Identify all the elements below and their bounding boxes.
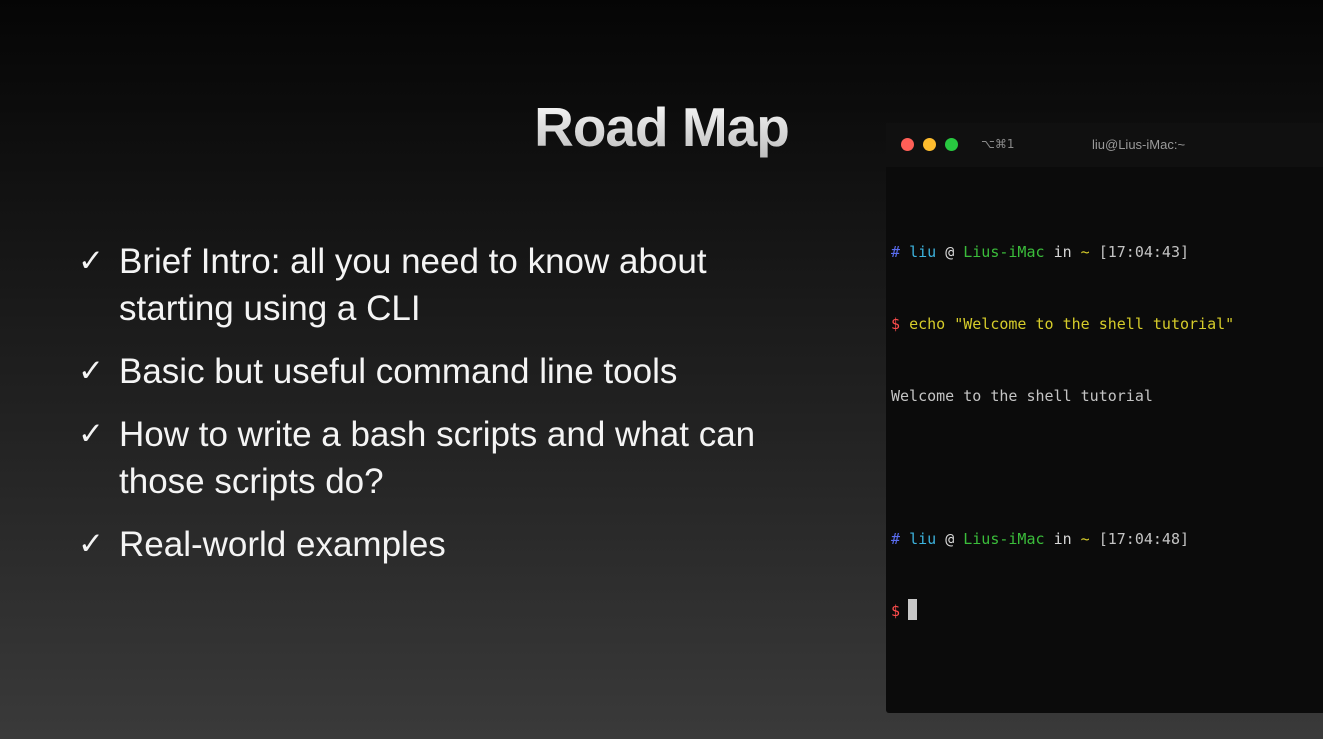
prompt-at: @ [945, 530, 955, 548]
prompt-time: [17:04:48] [1098, 530, 1190, 548]
bullet-line: Basic but useful command line tools [119, 352, 678, 391]
prompt-line: # liu @ Lius-iMac in ~ [17:04:48] [891, 527, 1321, 551]
prompt-dollar: $ [891, 315, 901, 333]
checkmark-icon: ✓ [78, 353, 104, 389]
roadmap-item-tools: ✓ Basic but useful command line tools [78, 348, 858, 395]
prompt-dollar: $ [891, 602, 901, 620]
checkmark-icon: ✓ [78, 243, 104, 279]
bullet-line: those scripts do? [119, 462, 384, 501]
output-line: Welcome to the shell tutorial [891, 384, 1321, 408]
blank-line [891, 456, 1321, 479]
roadmap-item-scripts: ✓ How to write a bash scripts and what c… [78, 411, 858, 505]
bullet-line: Real-world examples [119, 525, 446, 564]
prompt-host: Lius-iMac [963, 530, 1045, 548]
text-cursor[interactable] [908, 599, 918, 620]
prompt-user: liu [909, 243, 937, 261]
terminal-titlebar[interactable]: ⌥⌘1 liu@Lius-iMac:~ [886, 123, 1323, 167]
input-line[interactable]: $ [891, 599, 1321, 623]
command-text: echo "Welcome to the shell tutorial" [909, 315, 1235, 333]
command-output: Welcome to the shell tutorial [891, 387, 1153, 405]
prompt-in: in [1053, 243, 1072, 261]
terminal-window-title: liu@Lius-iMac:~ [1092, 137, 1186, 152]
checkmark-icon: ✓ [78, 416, 104, 452]
checkmark-icon: ✓ [78, 526, 104, 562]
slide-title: Road Map [0, 95, 1323, 159]
close-window-button[interactable] [901, 138, 914, 151]
terminal-output[interactable]: # liu @ Lius-iMac in ~ [17:04:43] $ echo… [891, 192, 1321, 671]
roadmap-item-examples: ✓ Real-world examples [78, 521, 858, 568]
command-line: $ echo "Welcome to the shell tutorial" [891, 312, 1321, 336]
roadmap-list: ✓ Brief Intro: all you need to know abou… [78, 238, 858, 584]
prompt-at: @ [945, 243, 955, 261]
bullet-line: starting using a CLI [119, 289, 421, 328]
prompt-host: Lius-iMac [963, 243, 1045, 261]
prompt-hash: # [891, 530, 901, 548]
roadmap-item-intro: ✓ Brief Intro: all you need to know abou… [78, 238, 858, 332]
prompt-user: liu [909, 530, 937, 548]
minimize-window-button[interactable] [923, 138, 936, 151]
bullet-line: Brief Intro: all you need to know about [119, 242, 707, 281]
prompt-hash: # [891, 243, 901, 261]
bullet-line: How to write a bash scripts and what can [119, 415, 756, 454]
terminal-window[interactable]: ⌥⌘1 liu@Lius-iMac:~ # liu @ Lius-iMac in… [886, 123, 1323, 713]
prompt-in: in [1053, 530, 1072, 548]
prompt-line: # liu @ Lius-iMac in ~ [17:04:43] [891, 240, 1321, 264]
prompt-time: [17:04:43] [1098, 243, 1190, 261]
prompt-dir: ~ [1080, 243, 1090, 261]
prompt-dir: ~ [1080, 530, 1090, 548]
zoom-window-button[interactable] [945, 138, 958, 151]
tab-shortcut-label: ⌥⌘1 [981, 137, 1015, 151]
